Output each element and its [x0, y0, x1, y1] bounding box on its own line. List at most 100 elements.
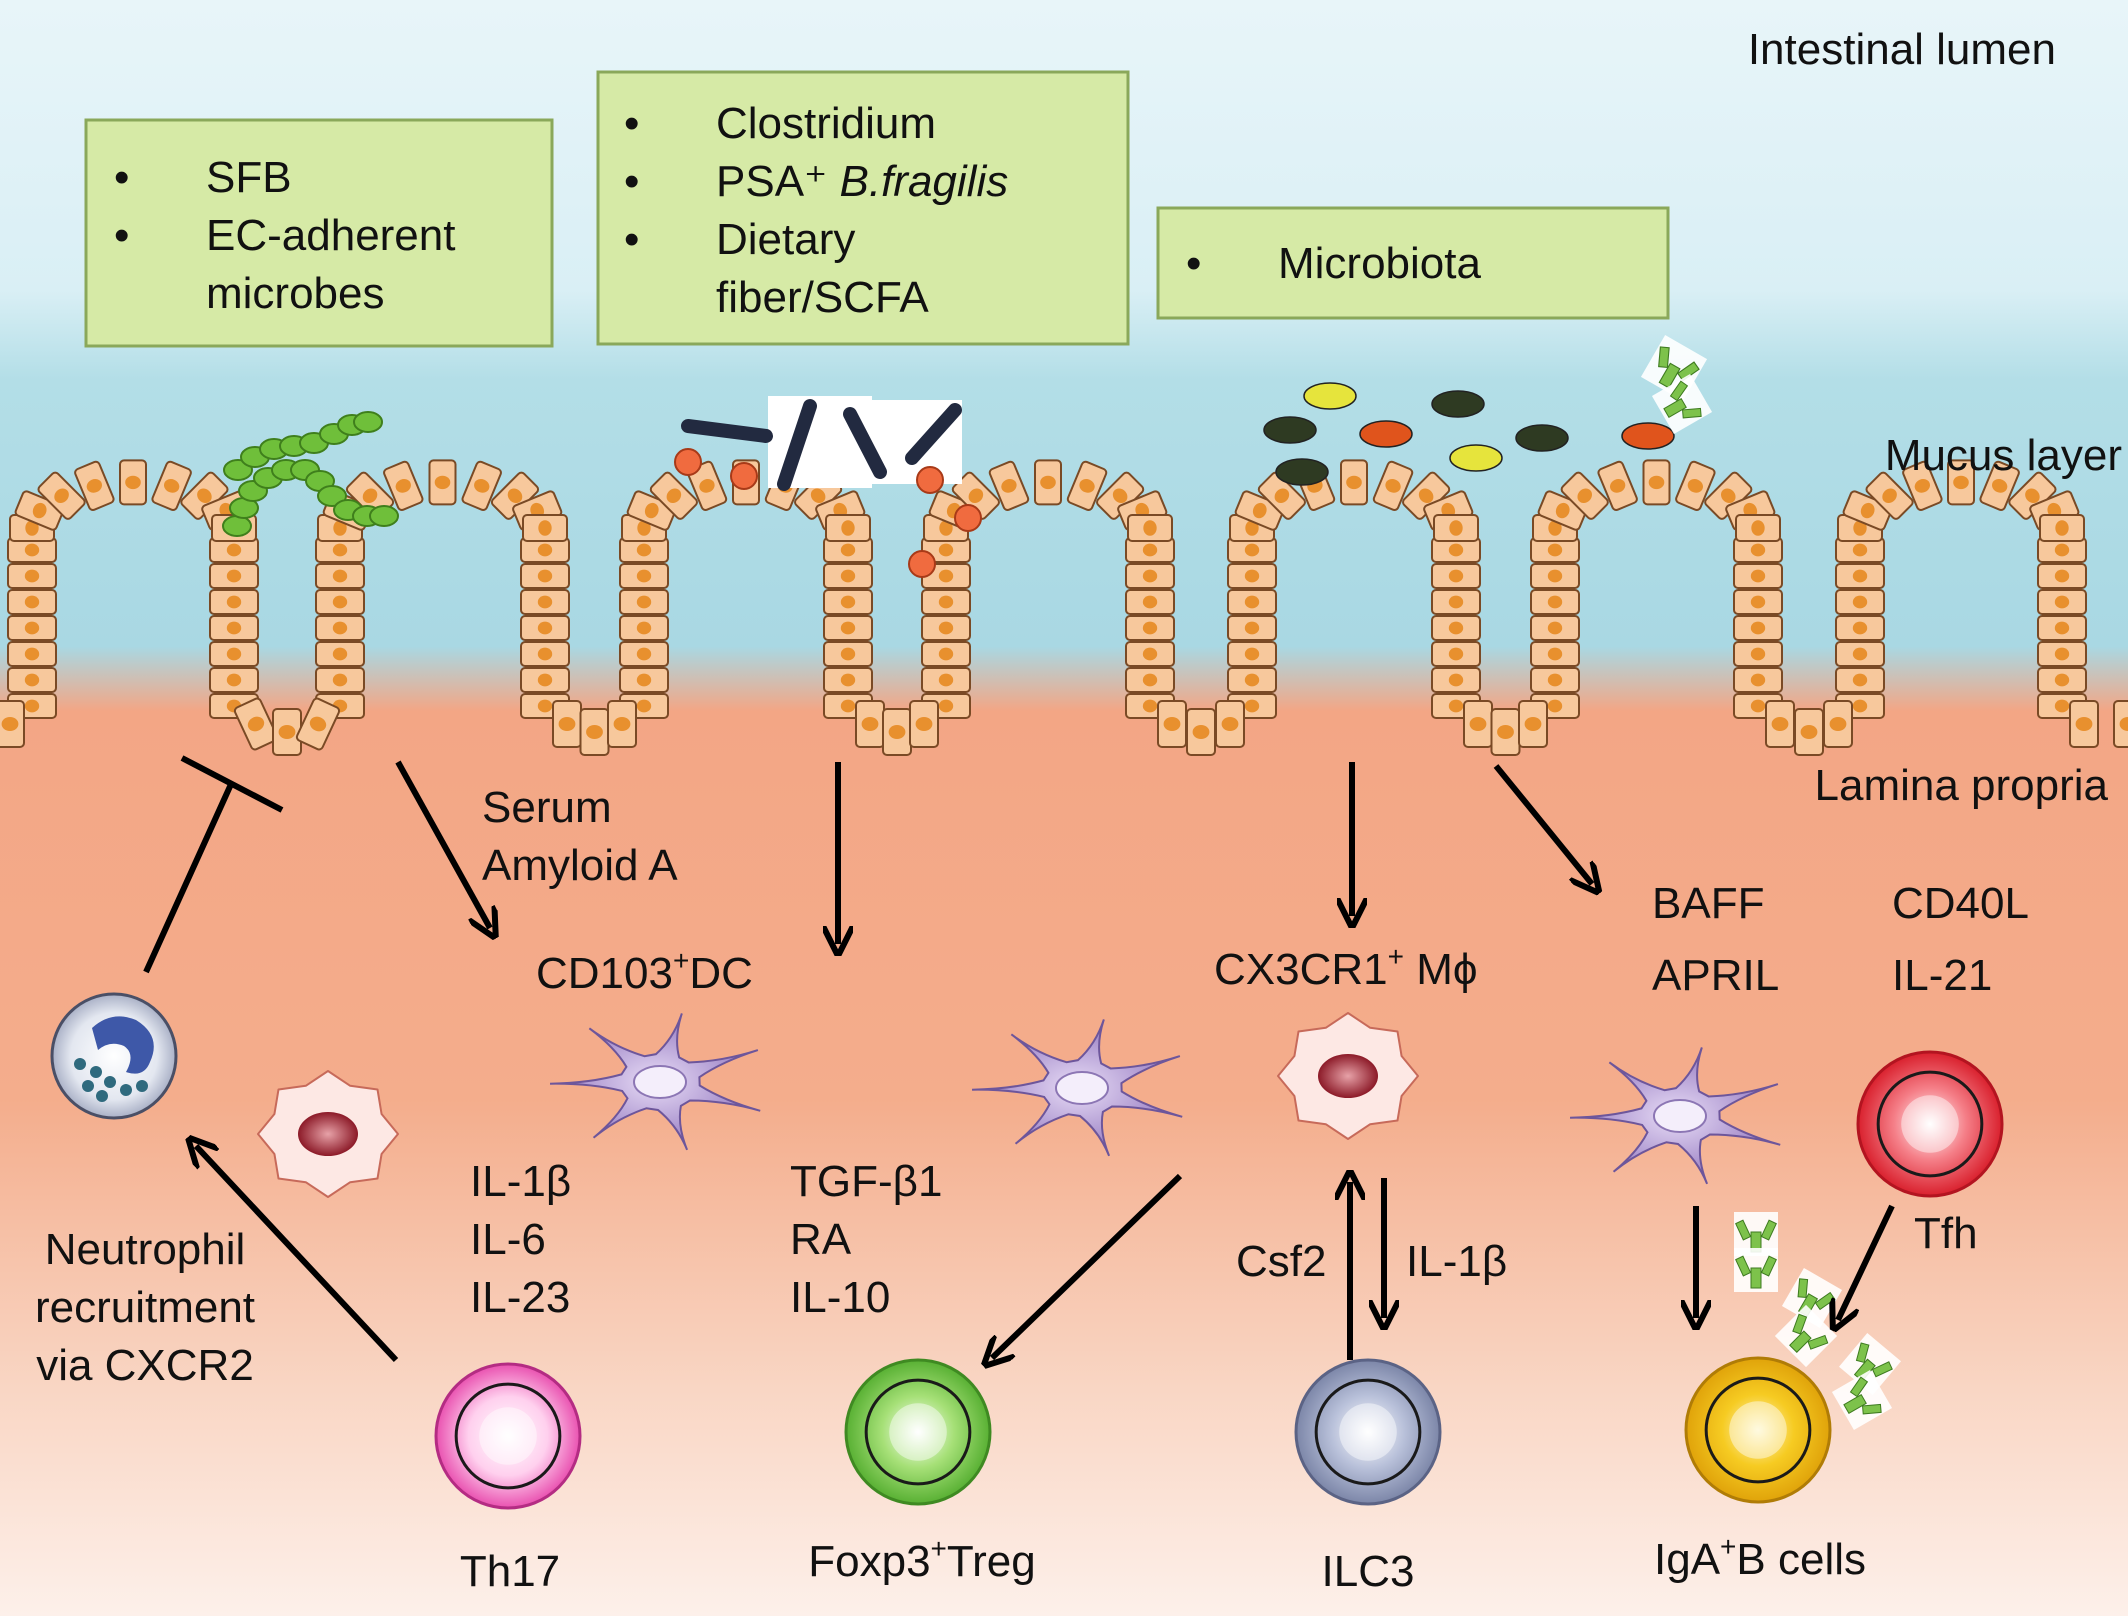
epithelial-cell — [209, 615, 259, 641]
epithelial-cell — [1530, 667, 1580, 693]
epithelial-cell — [1234, 490, 1285, 531]
epithelial-cell — [428, 459, 457, 506]
th17-cytokine-1: IL-1β — [470, 1157, 571, 1206]
epithelial-cell — [7, 615, 57, 641]
epithelial-cell — [579, 708, 610, 756]
microbe-oval — [1359, 420, 1413, 448]
macrophage-cell — [257, 1070, 399, 1198]
epithelial-cell — [520, 537, 570, 563]
svg-text:•: • — [114, 153, 129, 202]
box-item-scfa: fiber/SCFA — [716, 273, 929, 322]
epithelial-cell — [1733, 537, 1783, 563]
epithelial-cell — [520, 667, 570, 693]
treg-label: Foxp3+Treg — [808, 1533, 1036, 1586]
epithelial-cell — [2037, 563, 2087, 589]
epithelial-cell — [823, 563, 873, 589]
neutrophil-cell — [50, 992, 178, 1120]
epithelial-cell — [1597, 460, 1638, 511]
tfh-cell — [1856, 1050, 2004, 1198]
dc-cell — [1570, 1047, 1781, 1185]
iga-b-cell — [1684, 1356, 1832, 1504]
epithelial-cell — [1125, 667, 1175, 693]
arrows — [143, 755, 1895, 1363]
box-item-clostridium: Clostridium — [716, 99, 936, 148]
epithelial-cell — [1733, 589, 1783, 615]
epithelial-cell — [315, 615, 365, 641]
neutrophil-label-3: via CXCR2 — [36, 1341, 254, 1390]
epithelial-cell — [7, 563, 57, 589]
epithelial-cell — [1125, 615, 1175, 641]
arrow-serum-amyloid — [395, 760, 490, 928]
microbe-oval — [1263, 416, 1317, 444]
epithelial-cell — [295, 697, 341, 751]
cd103-dc-label: CD103+DC — [536, 945, 753, 998]
epithelial-cell — [2037, 589, 2087, 615]
epithelial-cell — [209, 563, 259, 589]
epithelial-cell — [619, 589, 669, 615]
epithelial-cell — [209, 589, 259, 615]
box-sfb-item-2a: EC-adherent — [206, 211, 455, 260]
iga-b-label: IgA+B cells — [1654, 1531, 1866, 1584]
cx3cr1-macrophage-cell — [1277, 1012, 1419, 1140]
box-item-psa: PSA⁺ B.fragilis — [716, 157, 1008, 206]
inhibition-line — [143, 780, 235, 974]
epithelial-cell — [1835, 641, 1885, 667]
epithelial-cell — [1947, 459, 1975, 506]
epithelial-cell — [461, 460, 502, 511]
epithelial-cell — [1157, 700, 1187, 748]
epithelial-cell — [1431, 563, 1481, 589]
epithelial-cell — [1794, 708, 1824, 756]
epithelial-cell — [1979, 460, 2020, 511]
epithelial-cell — [1835, 563, 1885, 589]
epithelial-cell — [1125, 589, 1175, 615]
microbe-oval — [1449, 444, 1503, 472]
epithelial-cell — [2037, 615, 2087, 641]
epithelial-cell — [1431, 589, 1481, 615]
epithelial-cell — [74, 460, 115, 511]
epithelium — [0, 459, 2128, 756]
th17-label: Th17 — [460, 1547, 560, 1596]
epithelial-cell — [1127, 514, 1173, 542]
epithelial-cell — [1431, 667, 1481, 693]
epithelial-cell — [1560, 471, 1609, 520]
epithelial-cell — [1530, 641, 1580, 667]
epithelial-cell — [520, 641, 570, 667]
epithelial-cell — [1431, 615, 1481, 641]
box-microbiota: • Microbiota — [1156, 206, 1670, 320]
epithelial-cell — [1704, 471, 1753, 520]
csf2-label: Csf2 — [1236, 1237, 1326, 1286]
svg-text:•: • — [624, 157, 639, 206]
epithelial-cell — [1530, 563, 1580, 589]
epithelial-cell — [272, 708, 302, 756]
epithelial-cell — [315, 589, 365, 615]
arrow-th17-neutrophil — [196, 1146, 399, 1363]
epithelial-cell — [233, 697, 279, 751]
microbes — [222, 334, 1901, 1431]
epithelial-cell — [7, 589, 57, 615]
epithelial-cell — [1125, 641, 1175, 667]
epithelial-cell — [315, 641, 365, 667]
epithelial-cell — [1227, 667, 1277, 693]
treg-cytokine-2: RA — [790, 1215, 852, 1264]
epithelial-cell — [2037, 667, 2087, 693]
epithelial-cell — [1227, 537, 1277, 563]
epithelial-cell — [383, 460, 424, 511]
region-lumen-label: Intestinal lumen — [1748, 25, 2056, 74]
epithelial-cell — [1518, 700, 1548, 748]
epithelial-cell — [1835, 667, 1885, 693]
arrow-dc-to-treg — [992, 1173, 1183, 1358]
ilc3-label: ILC3 — [1322, 1547, 1415, 1596]
epithelial-cell — [1823, 700, 1853, 748]
epithelial-cell — [0, 700, 25, 748]
region-mucus-label: Mucus layer — [1885, 431, 2122, 480]
scfa-droplet — [908, 550, 936, 578]
epithelial-cell — [1227, 615, 1277, 641]
treg-cytokine-1: TGF-β1 — [790, 1157, 942, 1206]
epithelial-cell — [1125, 563, 1175, 589]
svg-text:•: • — [1186, 239, 1201, 288]
epithelial-cell — [823, 615, 873, 641]
epithelial-cell — [2039, 514, 2085, 542]
epithelial-cell — [1215, 700, 1245, 748]
iga-antibody-icon — [1831, 1369, 1893, 1431]
